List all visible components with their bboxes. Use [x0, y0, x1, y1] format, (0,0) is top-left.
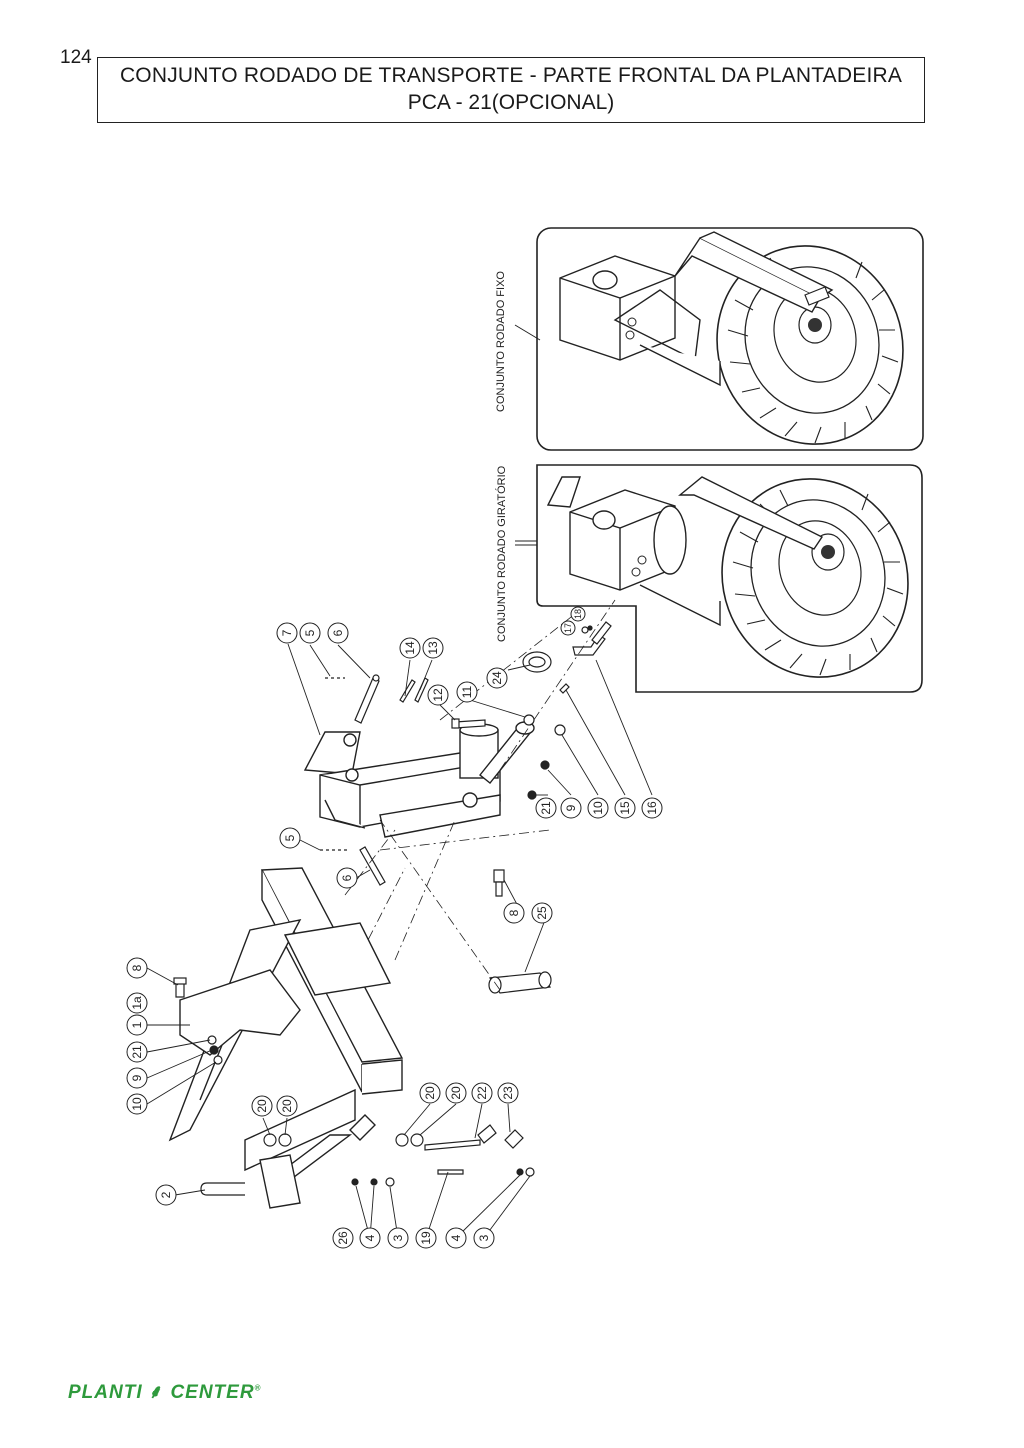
callout-12: 12 — [431, 688, 445, 702]
callout-1: 1 — [130, 1021, 144, 1028]
callout-8b: 8 — [130, 964, 144, 971]
callout-5: 5 — [303, 629, 317, 636]
callout-1a: 1a — [130, 996, 144, 1010]
callout-17: 17 — [563, 623, 573, 633]
fixed-wheel-inset — [536, 227, 924, 451]
callout-16: 16 — [645, 801, 659, 815]
swivel-bracket-assembly — [303, 721, 535, 838]
callout-5b: 5 — [283, 834, 297, 841]
callout-20d: 20 — [449, 1086, 463, 1100]
callout-3a: 3 — [391, 1234, 405, 1241]
callout-7: 7 — [280, 629, 294, 636]
main-frame-assembly — [168, 867, 404, 1209]
swivel-hardware — [320, 621, 612, 994]
callout-20b: 20 — [280, 1099, 294, 1113]
callout-2: 2 — [159, 1191, 173, 1198]
brand-left: PLANTI — [68, 1382, 143, 1403]
page-number: 124 — [60, 47, 92, 68]
callout-21b: 21 — [130, 1045, 144, 1059]
callout-20c: 20 — [423, 1086, 437, 1100]
page-subtitle: PCA - 21(OPCIONAL) — [407, 91, 615, 114]
callout-11: 11 — [460, 685, 474, 698]
swivel-wheel-inset — [536, 464, 923, 693]
callout-18: 18 — [573, 609, 583, 619]
callout-25: 25 — [535, 906, 549, 920]
callout-4a: 4 — [363, 1234, 377, 1241]
callout-19: 19 — [419, 1231, 433, 1245]
leaf-icon: ⸙ — [148, 1382, 165, 1403]
callout-13: 13 — [426, 641, 440, 655]
callout-23: 23 — [501, 1086, 515, 1100]
callouts: 7 5 6 14 13 12 11 24 17 18 21 9 10 15 16… — [126, 606, 663, 1249]
callout-9: 9 — [564, 804, 578, 811]
brand-right: CENTER — [170, 1382, 255, 1403]
callout-20a: 20 — [255, 1099, 269, 1113]
callout-26: 26 — [336, 1231, 350, 1245]
swivel-wheel-label: CONJUNTO RODADO GIRATÓRIO — [495, 465, 508, 642]
callout-8: 8 — [507, 909, 521, 916]
callout-10b: 10 — [130, 1097, 144, 1111]
registered-mark: ® — [254, 1383, 262, 1393]
fixed-wheel-label: CONJUNTO RODADO FIXO — [495, 271, 507, 412]
callout-22: 22 — [475, 1086, 489, 1100]
callout-24: 24 — [490, 671, 504, 685]
callout-9b: 9 — [130, 1074, 144, 1081]
page-title: CONJUNTO RODADO DE TRANSPORTE - PARTE FR… — [119, 64, 903, 87]
callout-15: 15 — [618, 801, 632, 815]
callout-4b: 4 — [449, 1234, 463, 1241]
leader-lines — [146, 643, 653, 1239]
frame-hardware — [173, 977, 535, 1196]
callout-3b: 3 — [477, 1234, 491, 1241]
title-box: CONJUNTO RODADO DE TRANSPORTE - PARTE FR… — [97, 57, 925, 123]
callout-10: 10 — [591, 801, 605, 815]
brand-logo: PLANTI ⸙ CENTER® — [68, 1378, 261, 1404]
callout-6: 6 — [331, 629, 345, 636]
callout-14: 14 — [403, 641, 417, 655]
callout-6b: 6 — [340, 874, 354, 881]
inset-leaders — [514, 324, 541, 546]
callout-21: 21 — [539, 801, 553, 815]
